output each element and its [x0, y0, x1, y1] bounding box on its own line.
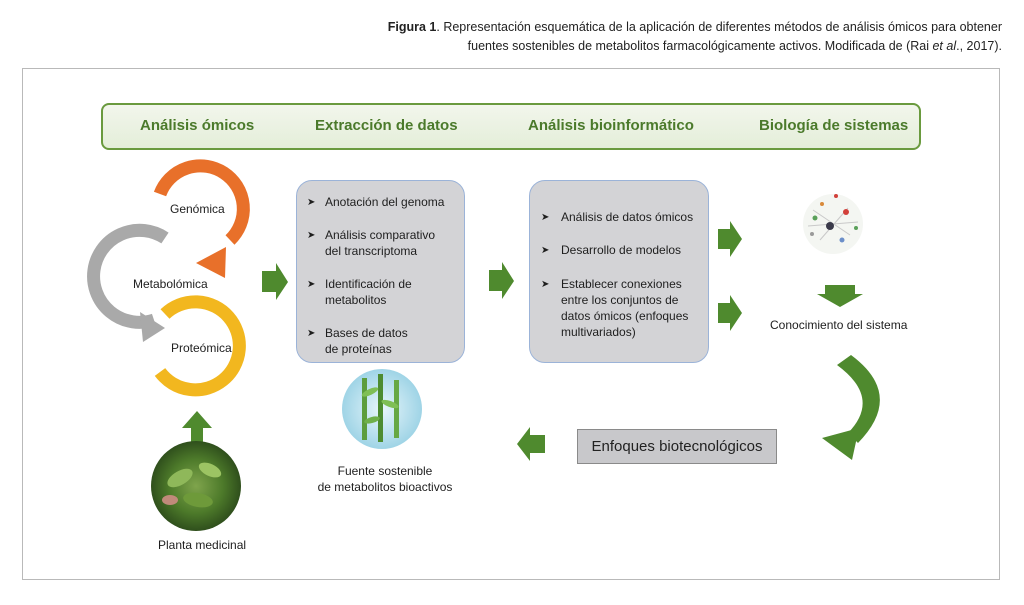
planta-medicinal-label: Planta medicinal [158, 538, 246, 552]
arrow-to-extraction [262, 263, 288, 300]
genomica-ring [160, 166, 243, 278]
proteomica-label: Proteómica [171, 341, 232, 355]
extraction-item-4: Bases de datos de proteínas [325, 325, 408, 357]
network-image [803, 194, 863, 254]
bullet-icon: ➤ [541, 279, 549, 290]
bullet-icon: ➤ [307, 230, 315, 241]
fuente-sostenible-label: Fuente sostenible de metabolitos bioacti… [310, 463, 460, 495]
arrow-to-bioinfo [489, 262, 514, 299]
bullet-icon: ➤ [307, 328, 315, 339]
arrow-to-systems-1 [718, 221, 742, 257]
metabolomica-label: Metabolómica [133, 277, 208, 291]
plant-image [151, 441, 241, 531]
genomica-label: Genómica [170, 202, 225, 216]
bioinfo-item-2: Desarrollo de modelos [561, 242, 681, 258]
bullet-icon: ➤ [307, 197, 315, 208]
enfoques-biotecnologicos-box: Enfoques biotecnológicos [577, 429, 777, 464]
up-arrow [182, 411, 212, 442]
curved-arrow [822, 355, 880, 460]
arrow-to-systems-2 [718, 295, 742, 331]
bamboo-image [342, 369, 422, 449]
bullet-icon: ➤ [541, 245, 549, 256]
extraction-item-2: Análisis comparativo del transcriptoma [325, 227, 435, 259]
bioinfo-item-3: Establecer conexiones entre los conjunto… [561, 276, 688, 340]
left-arrow [517, 427, 545, 461]
down-arrow [817, 285, 863, 307]
bioinfo-item-1: Análisis de datos ómicos [561, 209, 693, 225]
enfoques-biotecnologicos-label: Enfoques biotecnológicos [592, 438, 763, 455]
bullet-icon: ➤ [541, 212, 549, 223]
bullet-icon: ➤ [307, 279, 315, 290]
extraction-item-1: Anotación del genoma [325, 194, 444, 210]
conocimiento-sistema-label: Conocimiento del sistema [770, 318, 907, 332]
extraction-item-3: Identificación de metabolitos [325, 276, 412, 308]
